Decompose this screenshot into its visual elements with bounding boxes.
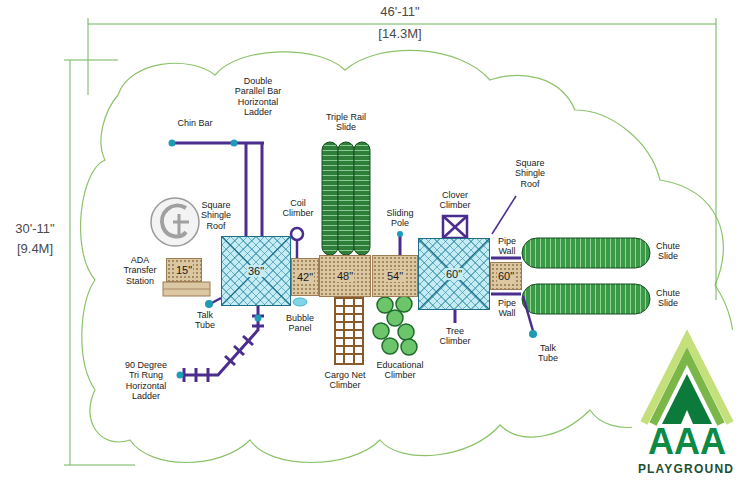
dimension-text: 30'-11" <box>3 222 67 237</box>
roof-hip-line <box>419 239 489 309</box>
part-label: Triple Rail Slide <box>319 112 373 133</box>
triple-rail-slide <box>322 142 370 255</box>
logo-subtitle: PLAYGROUND <box>634 463 738 476</box>
part-label: Clover Climber <box>433 190 477 211</box>
part-label: 90 Degree Tri Rung Horizontal Ladder <box>122 360 170 401</box>
transfer-steps <box>163 282 210 296</box>
deck-platform: 48" <box>319 255 371 297</box>
deck-height: 36" <box>247 265 265 277</box>
deck-platform: 54" <box>372 255 418 297</box>
part-label: Double Parallel Bar Horizontal Ladder <box>229 76 287 117</box>
roof-deck: 36" <box>221 236 291 306</box>
part-label: Sliding Pole <box>381 208 419 229</box>
deck-height: 60" <box>497 270 515 282</box>
tri-rung-ladder <box>180 306 264 382</box>
dimension-text: [14.3M] <box>340 27 460 42</box>
dimension-text: 46'-11" <box>340 5 460 20</box>
part-label: Chute Slide <box>649 241 687 262</box>
end-cap <box>177 372 184 379</box>
roof-hip-line <box>419 239 489 309</box>
part-label: Bubble Panel <box>282 313 318 334</box>
part-label: Tree Climber <box>435 326 475 347</box>
transfer-steps <box>163 289 210 290</box>
clover-climber <box>443 216 467 238</box>
leader-line <box>492 196 516 234</box>
deck-platform: 60" <box>490 262 522 290</box>
ada-emblem <box>151 198 199 246</box>
deck-height: 42" <box>296 271 314 283</box>
roof-deck: 60" <box>418 238 490 310</box>
cargo-net <box>335 298 363 364</box>
deck-height: 15" <box>175 264 193 276</box>
part-label: Cargo Net Climber <box>322 370 368 391</box>
chute-slide <box>522 238 650 314</box>
part-label: Square Shingle Roof <box>199 200 233 231</box>
part-label: Pipe Wall <box>493 236 521 257</box>
logo-wordmark: AAA <box>637 424 737 460</box>
pipe-wall <box>491 258 521 294</box>
roof-hip-line <box>222 237 290 305</box>
part-label: Educational Climber <box>372 360 428 381</box>
deck-height: 54" <box>386 270 404 282</box>
educational-climber <box>373 296 417 355</box>
part-label: Coil Climber <box>279 198 317 219</box>
end-cap <box>255 315 262 322</box>
coil-climber <box>291 228 303 258</box>
tree-climber <box>454 310 457 323</box>
part-label: Talk Tube <box>191 310 219 331</box>
part-label: Chin Bar <box>175 118 215 128</box>
part-label: Chute Slide <box>649 288 687 309</box>
dimension-lines <box>64 18 716 465</box>
company-logo <box>632 330 744 486</box>
dimension-text: [9.4M] <box>3 242 67 257</box>
deck-height: 48" <box>336 270 354 282</box>
roof-hip-line <box>222 237 290 305</box>
parallel-bar-ladder <box>246 143 262 237</box>
part-label: Square Shingle Roof <box>512 158 548 189</box>
deck-platform: 15" <box>166 258 202 282</box>
part-label: ADA Transfer Station <box>119 255 161 286</box>
deck-platform: 42" <box>291 258 319 296</box>
bubble-panel <box>293 298 307 306</box>
part-label: Pipe Wall <box>493 298 521 319</box>
deck-height: 60" <box>445 268 463 280</box>
part-label: Talk Tube <box>533 343 563 364</box>
chin-bar <box>169 140 265 147</box>
sliding-pole <box>397 231 403 255</box>
